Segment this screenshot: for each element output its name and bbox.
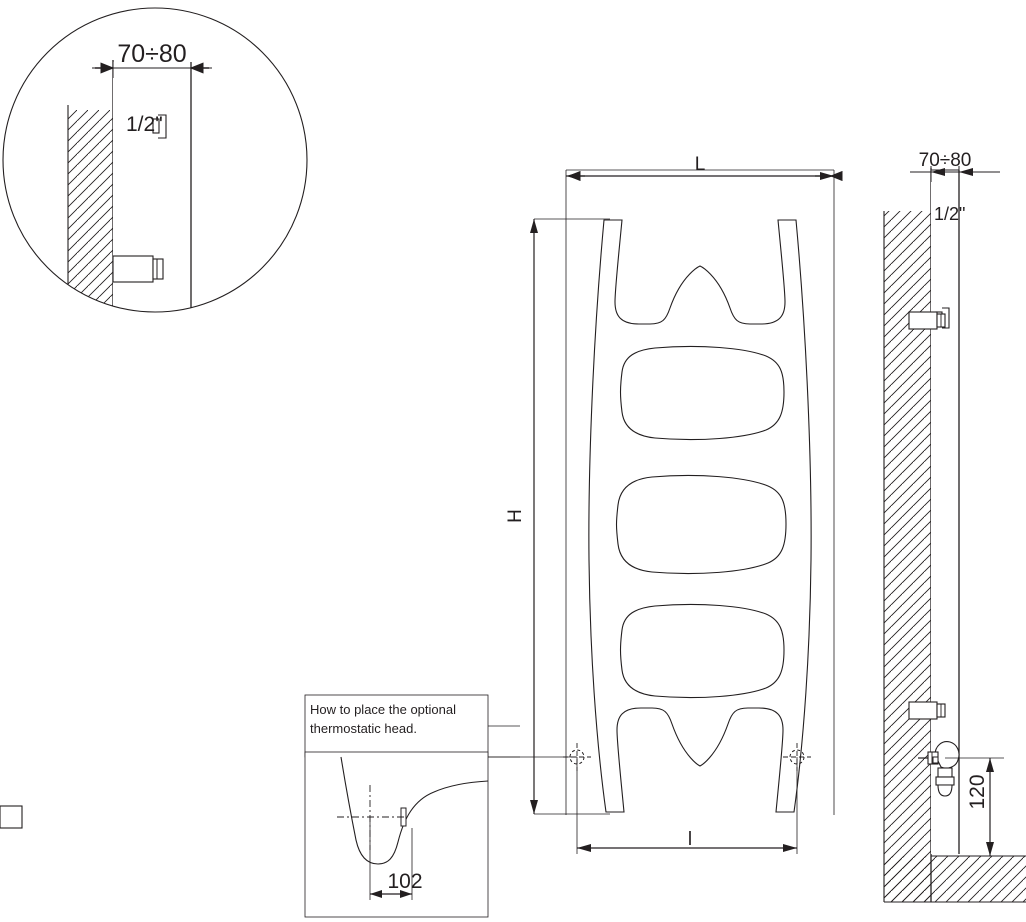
thermostatic-head-callout-group: How to place the optional thermostatic h… [0,694,520,918]
detail-dimension-70-80: 70÷80 [117,40,186,68]
radiator-side-view-group: 120 70÷80 1/2" [883,150,1026,903]
side-connection-mid [908,311,946,330]
front-width-label-L: L [695,154,706,175]
connection-marker-right [783,743,811,771]
radiator-cutout-1 [619,345,785,441]
side-connection-lower [908,701,946,720]
radiator-cutout-3 [619,603,785,699]
front-height-label-H: H [505,509,526,523]
radiator-front-view-group: L H l [488,154,843,854]
front-connection-spacing-label-l: l [688,829,692,850]
side-floor-height-label-120: 120 [966,774,989,809]
wall-mount-detail-group: 70÷80 1/2" [2,7,308,313]
wall-hatch [68,110,113,312]
detail-circle-outline [2,7,308,313]
callout-note-line-1: How to place the optional [310,702,456,717]
thermostatic-valve-assembly [918,741,960,797]
detail-connection-label: 1/2" [126,113,163,136]
callout-valve-body [0,805,23,829]
callout-radiator-profile [340,756,489,865]
callout-note-line-2: thermostatic head. [310,721,417,736]
radiator-cutout-2 [615,474,787,575]
side-dimension-70-80: 70÷80 [919,150,972,171]
callout-detail-box [304,751,489,918]
side-connection-label: 1/2" [934,204,965,224]
callout-dimension-102: 102 [387,870,422,893]
side-floor-hatch [884,856,1026,902]
